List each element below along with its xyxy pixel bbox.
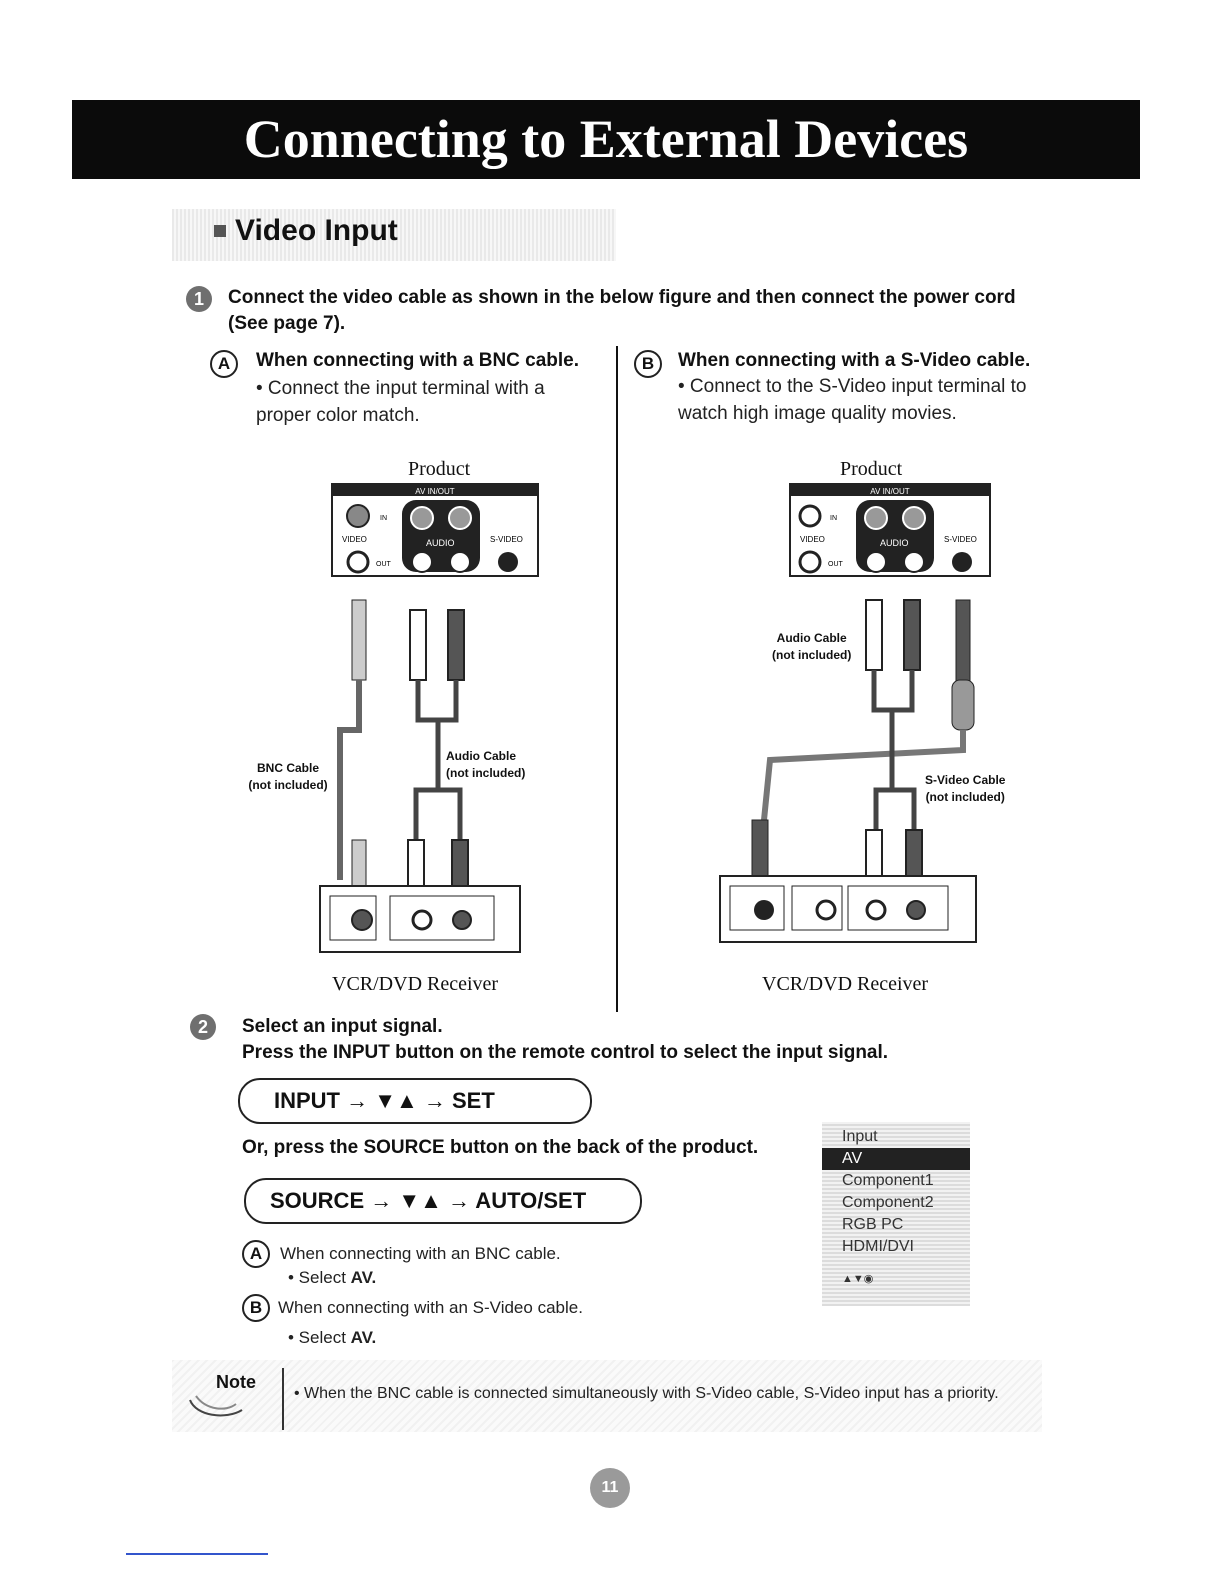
menu-item-component1[interactable]: Component1: [842, 1172, 934, 1189]
menu-item-component2[interactable]: Component2: [842, 1194, 934, 1211]
step2-b-letter: B: [242, 1294, 270, 1322]
input-sequence: INPUT → ▼▲ → SET: [238, 1078, 592, 1124]
note-band: [172, 1360, 1042, 1432]
diagram-a-product-label: Product: [408, 458, 471, 480]
page-number: 11: [590, 1468, 630, 1508]
diagram-b-receiver-label: VCR/DVD Receiver: [762, 973, 929, 995]
input-menu: Input AV Component1 Component2 RGB PC HD…: [822, 1122, 970, 1306]
svg-text:S-VIDEO: S-VIDEO: [490, 535, 523, 544]
option-b-letter: B: [634, 350, 662, 378]
menu-item-av[interactable]: AV: [822, 1148, 970, 1170]
step-1-icon: 1: [186, 286, 212, 312]
step2-a-letter: A: [242, 1240, 270, 1268]
square-bullet-icon: [214, 225, 226, 237]
svg-text:OUT: OUT: [828, 561, 844, 568]
a-video-in-jack: [346, 504, 370, 528]
step2-a-select: • Select AV.: [288, 1268, 377, 1287]
svg-text:OUT: OUT: [376, 561, 392, 568]
option-b-body: • Connect to the S-Video input terminal …: [678, 376, 1027, 424]
svg-text:AUDIO: AUDIO: [880, 538, 909, 548]
b-svideo-cable-label: S-Video Cable (not included): [925, 773, 1006, 804]
svg-text:IN: IN: [380, 515, 387, 522]
diagram-a-illustration: AV IN/OUT IN VIDEO OUT AUDIO S-VIDEO: [319, 483, 539, 953]
menu-title: Input: [842, 1128, 878, 1145]
source-sequence: SOURCE → ▼▲ → AUTO/SET: [244, 1178, 642, 1224]
footer-line: [126, 1553, 268, 1555]
a-audio-cable-label: Audio Cable (not included): [446, 749, 526, 780]
a-video-out-jack: [346, 550, 370, 574]
diagram-b-illustration: AV IN/OUT IN VIDEO OUT AUDIO S-VIDEO: [719, 483, 991, 943]
svg-text:IN: IN: [830, 515, 837, 522]
page-title: Connecting to External Devices: [243, 109, 969, 169]
diagram-b-product-label: Product: [840, 458, 903, 480]
step2-b-select: • Select AV.: [288, 1328, 377, 1347]
or-source-text: Or, press the SOURCE button on the back …: [242, 1137, 759, 1158]
note-label: Note: [216, 1372, 256, 1392]
a-bnc-cable-label: BNC Cable (not included): [248, 761, 328, 792]
svg-text:AV IN/OUT: AV IN/OUT: [870, 487, 910, 496]
menu-item-hdmi-dvi[interactable]: HDMI/DVI: [842, 1238, 914, 1255]
section-title: Video Input: [235, 214, 398, 247]
step-2-line2: Press the INPUT button on the remote con…: [242, 1042, 889, 1063]
step2-b-text: When connecting with an S-Video cable.: [278, 1298, 583, 1317]
step-2-line1: Select an input signal.: [242, 1016, 443, 1037]
step2-a-text: When connecting with an BNC cable.: [280, 1244, 561, 1263]
step-2-icon: 2: [190, 1014, 216, 1040]
option-a-body: • Connect the input terminal with a prop…: [256, 378, 545, 426]
note-divider: [282, 1368, 284, 1430]
svg-text:VIDEO: VIDEO: [342, 535, 367, 544]
option-a-heading: When connecting with a BNC cable.: [256, 350, 580, 371]
column-divider: [616, 346, 618, 1012]
section-band: [172, 209, 616, 261]
a-panel-header: AV IN/OUT: [415, 487, 455, 496]
option-b-heading: When connecting with a S-Video cable.: [678, 350, 1031, 371]
svg-text:S-VIDEO: S-VIDEO: [944, 535, 977, 544]
svg-text:AUDIO: AUDIO: [426, 538, 455, 548]
note-pen-icon: [189, 1395, 243, 1417]
title-bar: Connecting to External Devices: [72, 100, 1140, 179]
menu-item-rgb-pc[interactable]: RGB PC: [842, 1216, 904, 1233]
note-text: • When the BNC cable is connected simult…: [294, 1385, 999, 1402]
option-a-letter: A: [210, 350, 238, 378]
step-1-text: Connect the video cable as shown in the …: [228, 287, 1016, 334]
diagram-a-receiver-label: VCR/DVD Receiver: [332, 973, 499, 995]
svg-text:VIDEO: VIDEO: [800, 535, 825, 544]
b-audio-cable-label: Audio Cable (not included): [772, 631, 852, 662]
menu-nav-hint: ▲▼◉: [842, 1273, 874, 1285]
